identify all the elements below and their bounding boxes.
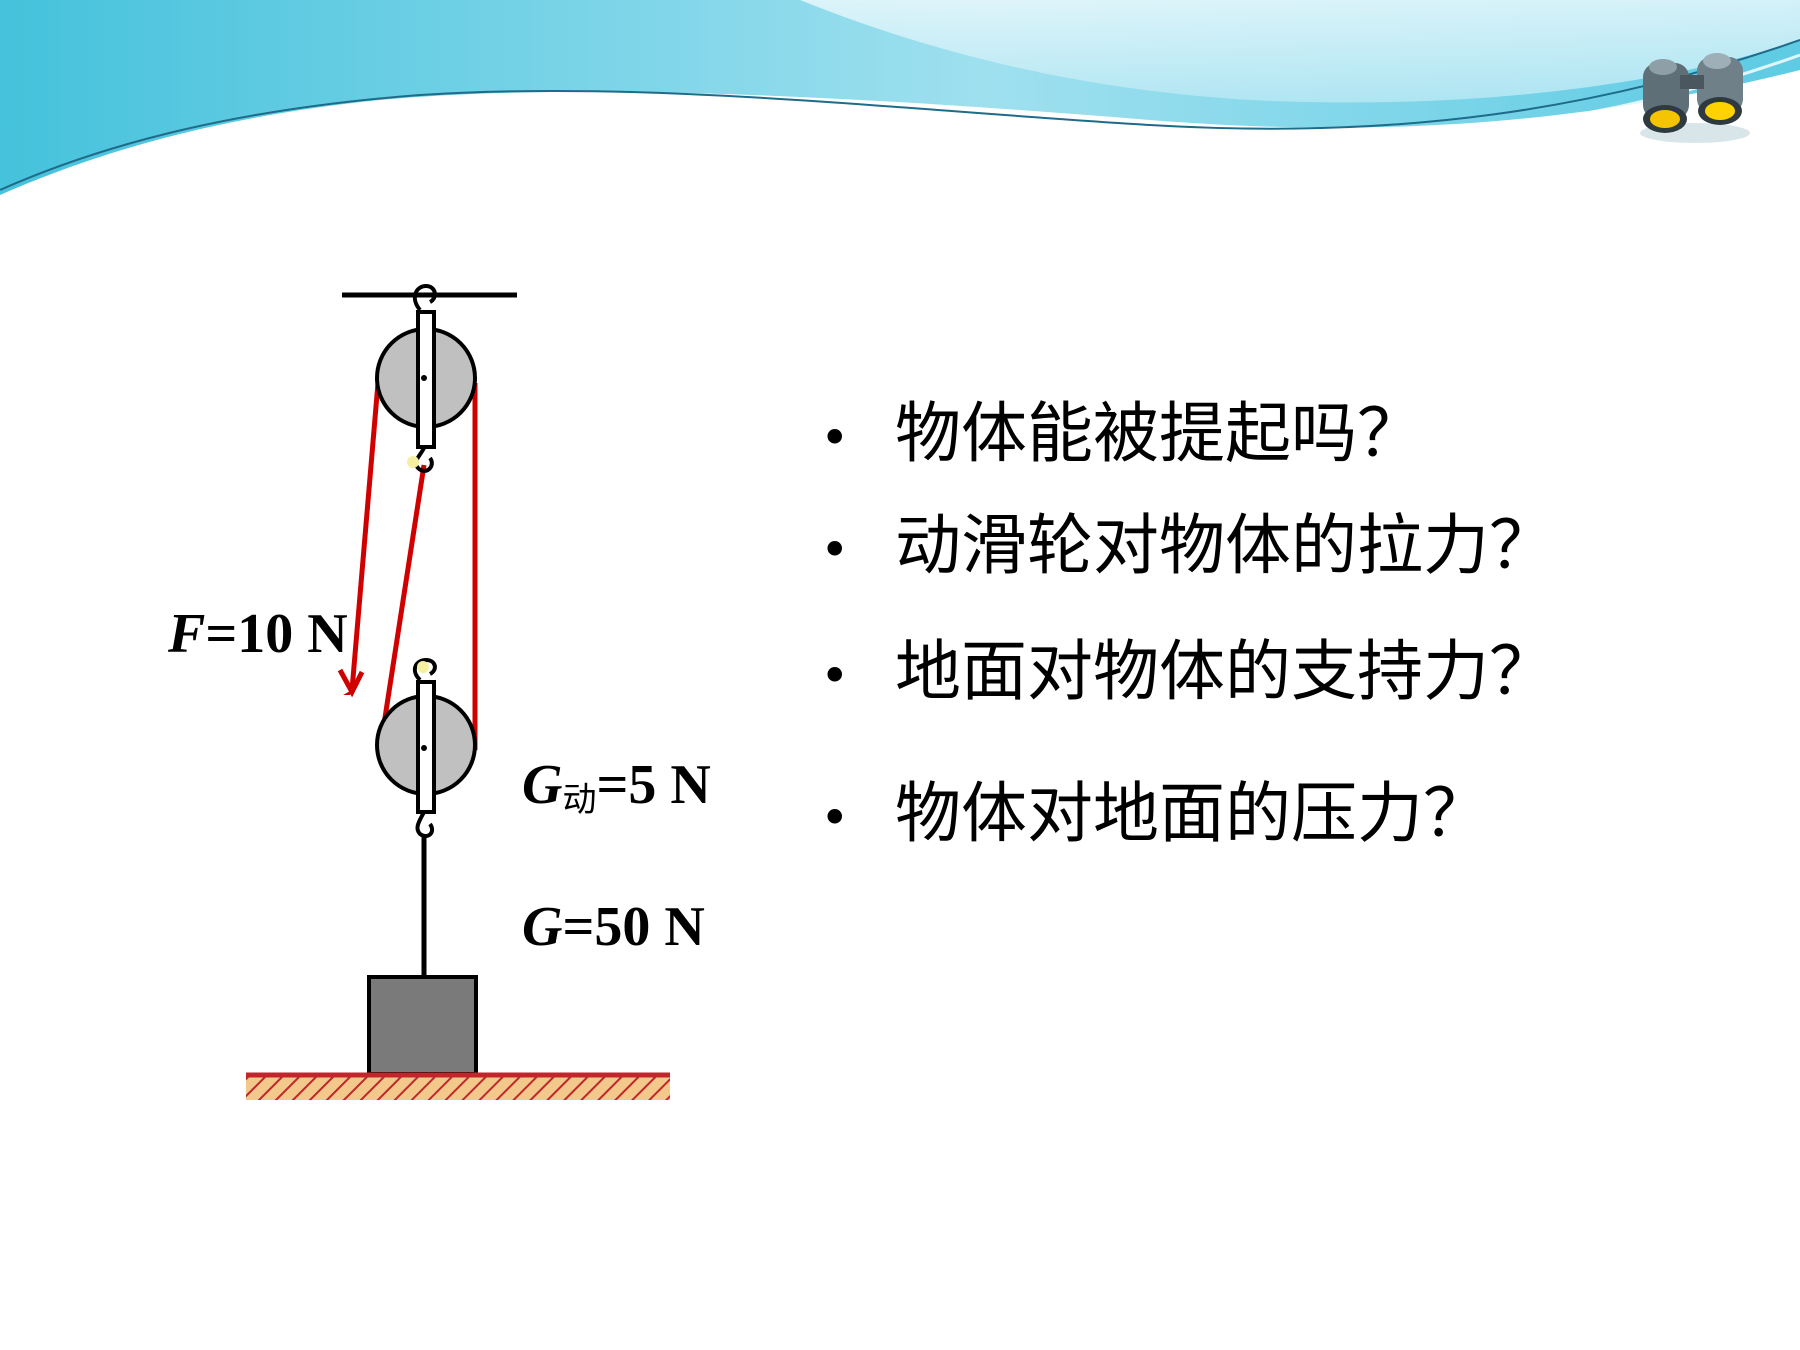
fixed-pulley [375, 283, 477, 473]
question-item: •地面对物体的支持力？ [820, 633, 1555, 710]
binoculars-icon [1640, 53, 1750, 143]
bullet-dot: • [820, 646, 850, 705]
question-item: •物体能被提起吗？ [820, 395, 1423, 472]
block [367, 975, 478, 1076]
force-arrowhead [337, 668, 365, 698]
movable-pulley [375, 657, 477, 839]
question-item: •动滑轮对物体的拉力？ [820, 507, 1555, 584]
pulley-weight-label: G动=5 N [522, 754, 711, 820]
force-label: F=10 N [167, 603, 348, 665]
pulley-diagram: F=10 N G动=5 N G=50 N [167, 283, 711, 1100]
bullet-dot: • [820, 408, 850, 467]
question-item: •物体对地面的压力？ [820, 775, 1489, 852]
bullet-dot: • [820, 788, 850, 847]
rope [349, 382, 478, 751]
bullet-dot: • [820, 520, 850, 579]
ground [246, 1074, 670, 1100]
object-weight-label: G=50 N [522, 896, 705, 958]
header-banner [0, 0, 1800, 202]
